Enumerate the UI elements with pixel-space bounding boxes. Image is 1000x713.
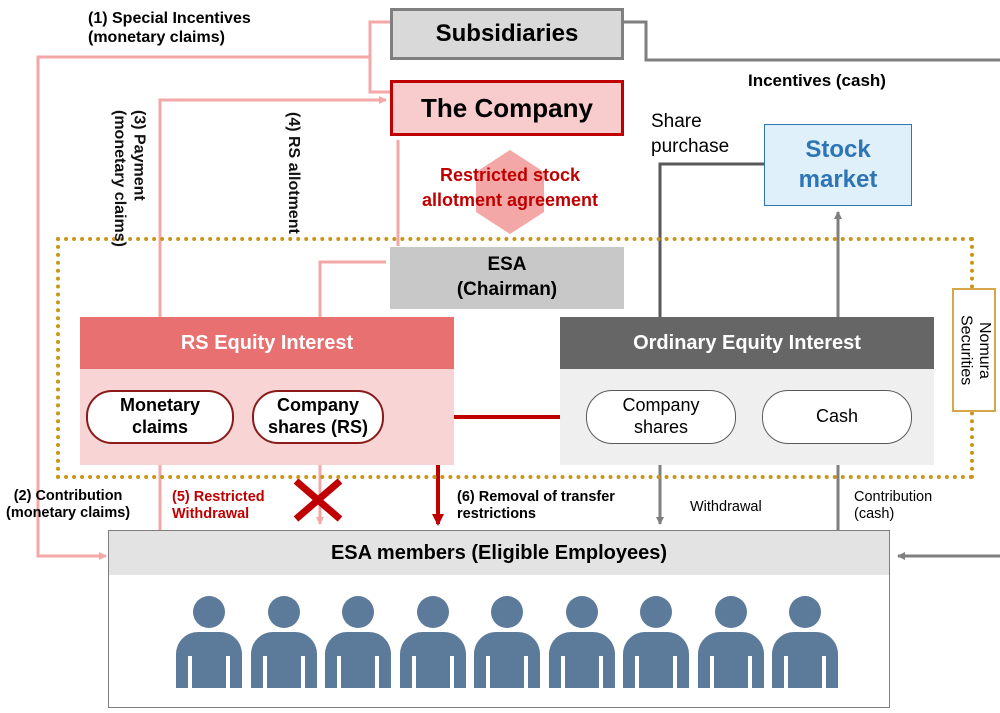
special-incentives-label: (1) Special Incentives (monetary claims): [88, 9, 251, 47]
contribution-cash-label: Contribution (cash): [854, 489, 932, 524]
contribution-monetary-line-2: (monetary claims): [6, 505, 131, 522]
restricted-agreement-line-2: allotment agreement: [421, 190, 599, 211]
restricted-x-icon: [293, 478, 343, 522]
cash-pill: Cash: [762, 390, 912, 444]
payment-line-1: (3) Payment: [130, 110, 148, 201]
person-icon: [250, 596, 317, 688]
nomura-box: Nomura Securities: [952, 288, 996, 412]
payment-label: (3) Payment (monetary claims): [110, 110, 148, 247]
monetary-claims-label-1: Monetary: [119, 395, 200, 416]
contribution-cash-line-2: (cash): [854, 506, 895, 523]
subsidiaries-label: Subsidiaries: [435, 20, 579, 47]
removal-label: (6) Removal of transfer restrictions: [457, 489, 615, 524]
subsidiaries-box: Subsidiaries: [390, 8, 624, 60]
esa-label-2: (Chairman): [456, 279, 558, 300]
special-incentives-line-1: (1) Special Incentives: [88, 10, 251, 27]
person-icon: [548, 596, 615, 688]
removal-line-1: (6) Removal of transfer: [457, 489, 615, 505]
contribution-monetary-label: (2) Contribution (monetary claims): [6, 488, 130, 523]
restricted-withdrawal-line-1: (5) Restricted: [172, 489, 265, 505]
company-shares-label-2: shares: [633, 417, 689, 437]
stock-market-label-2: market: [798, 166, 878, 193]
share-purchase-line-1: Share: [651, 111, 702, 132]
special-incentives-line-2: (monetary claims): [88, 29, 225, 47]
nomura-label: Nomura Securities: [957, 314, 993, 386]
person-icon: [474, 596, 540, 688]
company-shares-rs-label-2: shares (RS): [267, 417, 369, 437]
person-icon: [697, 596, 764, 688]
esa-box: ESA (Chairman): [390, 247, 624, 309]
contribution-cash-line-1: Contribution: [854, 489, 933, 505]
cash-label: Cash: [815, 406, 859, 427]
company-shares-pill: Company shares: [586, 390, 736, 444]
share-purchase-label: Share purchase: [651, 110, 729, 159]
company-shares-label-1: Company: [622, 395, 700, 416]
ordinary-equity-header: Ordinary Equity Interest: [560, 317, 934, 369]
person-icon: [399, 596, 466, 688]
restricted-withdrawal-line-2: Withdrawal: [172, 506, 250, 523]
company-label: The Company: [421, 92, 593, 123]
ordinary-equity-label: Ordinary Equity Interest: [633, 331, 861, 354]
rs-allotment-label: (4) RS allotment: [285, 112, 303, 234]
withdrawal-label: Withdrawal: [690, 499, 762, 515]
payment-line-2: (monetary claims): [111, 110, 129, 247]
stock-market-label-1: Stock: [805, 136, 871, 163]
removal-line-2: restrictions: [457, 506, 536, 523]
person-icon: [623, 596, 689, 688]
company-shares-rs-pill: Company shares (RS): [252, 390, 384, 444]
incentives-cash-label: Incentives (cash): [748, 71, 886, 90]
person-icon: [176, 596, 242, 688]
monetary-claims-label-2: claims: [131, 417, 189, 437]
esa-label-1: ESA: [487, 254, 527, 276]
restricted-withdrawal-label: (5) Restricted Withdrawal: [172, 489, 265, 524]
stock-market-box: Stock market: [764, 124, 912, 206]
person-icon: [772, 596, 838, 688]
rs-equity-label: RS Equity Interest: [180, 331, 354, 354]
restricted-agreement-label: Restricted stock allotment agreement: [404, 163, 616, 213]
share-purchase-line-2: purchase: [651, 135, 730, 157]
company-shares-rs-label-1: Company: [276, 395, 359, 416]
esa-members-header: ESA members (Eligible Employees): [109, 531, 889, 575]
esa-members-label: ESA members (Eligible Employees): [330, 541, 668, 564]
restricted-agreement-line-1: Restricted stock: [439, 165, 581, 185]
rs-equity-header: RS Equity Interest: [80, 317, 454, 369]
company-box: The Company: [390, 80, 624, 136]
person-icon: [325, 596, 391, 688]
contribution-monetary-line-1: (2) Contribution: [13, 488, 123, 504]
monetary-claims-pill: Monetary claims: [86, 390, 234, 444]
